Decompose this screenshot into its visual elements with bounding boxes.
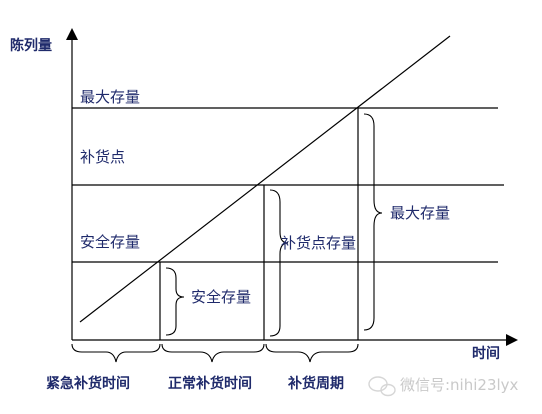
urgent-brace xyxy=(71,343,161,363)
normal-period-label: 正常补货时间 xyxy=(168,375,252,392)
normal-brace xyxy=(161,343,265,363)
max-brace xyxy=(363,113,383,331)
x-axis-label: 时间 xyxy=(472,345,500,362)
max-level-label: 最大存量 xyxy=(80,88,140,106)
reorder-level-label: 补货点 xyxy=(80,148,125,166)
safety-level-label: 安全存量 xyxy=(80,233,140,251)
cycle-period-label: 补货周期 xyxy=(287,375,344,392)
diagonal-line xyxy=(79,35,451,323)
safety-brace-label: 安全存量 xyxy=(191,288,251,306)
wechat-icon xyxy=(368,376,396,397)
watermark-text: 微信号:nihi23lyx xyxy=(400,376,519,394)
reorder-brace xyxy=(269,189,289,337)
cycle-brace xyxy=(265,343,359,363)
urgent-period-label: 紧急补货时间 xyxy=(46,375,130,392)
safety-brace xyxy=(165,267,185,336)
reorder-brace-label: 补货点存量 xyxy=(281,234,356,252)
y-axis-label: 陈列量 xyxy=(10,37,52,54)
max-brace-label: 最大存量 xyxy=(390,204,450,222)
